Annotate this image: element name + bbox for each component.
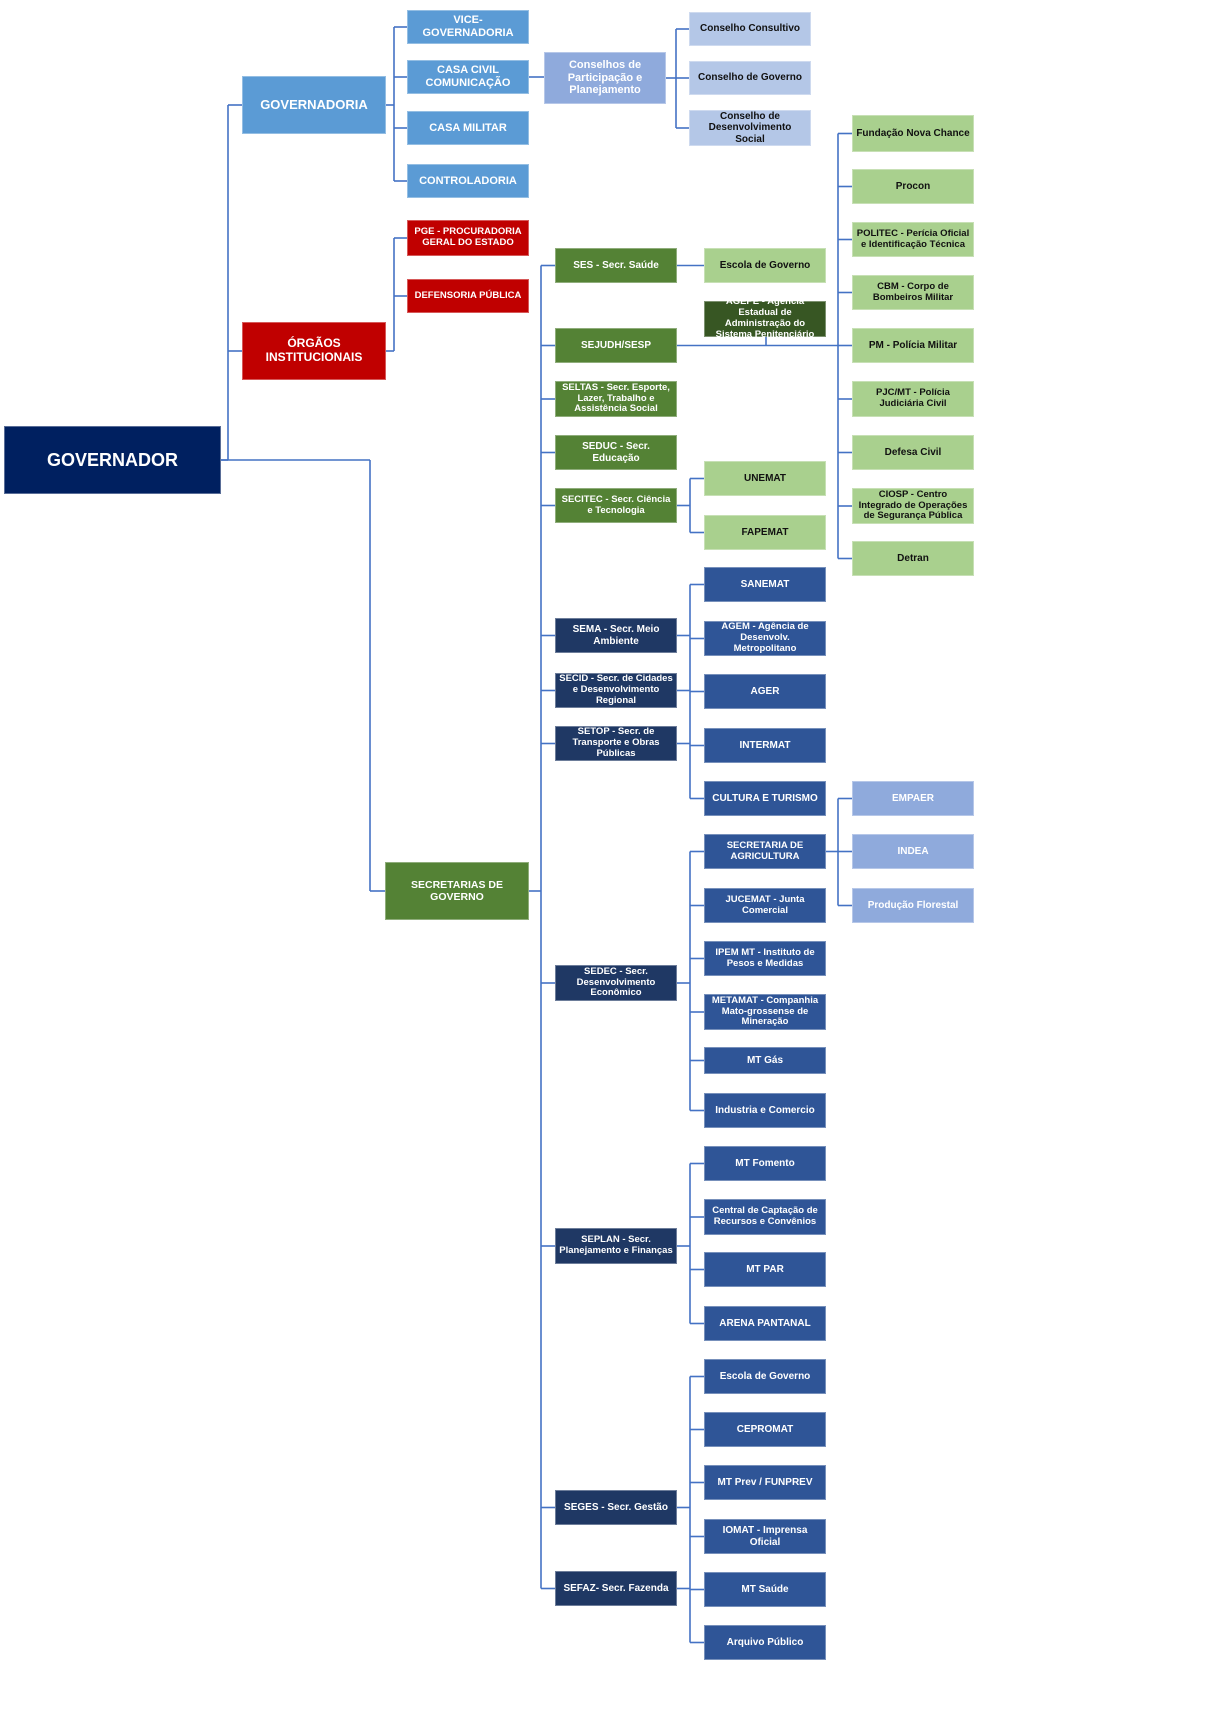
node-cbm: CBM - Corpo de Bombeiros Militar bbox=[852, 275, 974, 310]
node-casa-civil: CASA CIVIL COMUNICAÇÃO bbox=[407, 60, 529, 94]
node-conselhos: Conselhos de Participação e Planejamento bbox=[544, 52, 666, 104]
node-secitec: SECITEC - Secr. Ciência e Tecnologia bbox=[555, 488, 677, 523]
node-sema: SEMA - Secr. Meio Ambiente bbox=[555, 618, 677, 653]
node-cons-governo: Conselho de Governo bbox=[689, 61, 811, 95]
node-mtpar: MT PAR bbox=[704, 1252, 826, 1287]
node-secretarias: SECRETARIAS DE GOVERNO bbox=[385, 862, 529, 920]
node-indea: INDEA bbox=[852, 834, 974, 869]
node-procon: Procon bbox=[852, 169, 974, 204]
node-central: Central de Captação de Recursos e Convên… bbox=[704, 1199, 826, 1235]
node-ses: SES - Secr. Saúde bbox=[555, 248, 677, 283]
node-governadoria: GOVERNADORIA bbox=[242, 76, 386, 134]
node-metamat: METAMAT - Companhia Mato-grossense de Mi… bbox=[704, 994, 826, 1030]
node-sefaz: SEFAZ- Secr. Fazenda bbox=[555, 1571, 677, 1606]
node-politec: POLITEC - Perícia Oficial e Identificaçã… bbox=[852, 222, 974, 257]
node-mtsaude: MT Saúde bbox=[704, 1572, 826, 1607]
node-cultura: CULTURA E TURISMO bbox=[704, 781, 826, 816]
node-escola-gov: Escola de Governo bbox=[704, 1359, 826, 1394]
node-escola-gov-ses: Escola de Governo bbox=[704, 248, 826, 283]
node-governador: GOVERNADOR bbox=[4, 426, 221, 494]
node-setop: SETOP - Secr. de Transporte e Obras Públ… bbox=[555, 726, 677, 761]
node-controladoria: CONTROLADORIA bbox=[407, 164, 529, 198]
node-seduc: SEDUC - Secr. Educação bbox=[555, 435, 677, 470]
node-iomat: IOMAT - Imprensa Oficial bbox=[704, 1519, 826, 1554]
node-cons-consultivo: Conselho Consultivo bbox=[689, 12, 811, 46]
node-defensoria: DEFENSORIA PÚBLICA bbox=[407, 279, 529, 313]
node-arena: ARENA PANTANAL bbox=[704, 1306, 826, 1341]
node-intermat: INTERMAT bbox=[704, 728, 826, 763]
node-secid: SECID - Secr. de Cidades e Desenvolvimen… bbox=[555, 673, 677, 708]
node-ipem: IPEM MT - Instituto de Pesos e Medidas bbox=[704, 941, 826, 976]
node-orgaos: ÓRGÃOS INSTITUCIONAIS bbox=[242, 322, 386, 380]
node-mtgas: MT Gás bbox=[704, 1047, 826, 1074]
node-unemat: UNEMAT bbox=[704, 461, 826, 496]
node-agepe: AGEPE - Agência Estadual de Administraçã… bbox=[704, 296, 826, 340]
node-defesa-civil: Defesa Civil bbox=[852, 435, 974, 470]
node-industria: Industria e Comercio bbox=[704, 1093, 826, 1128]
node-sanemat: SANEMAT bbox=[704, 567, 826, 602]
node-arquivo: Arquivo Público bbox=[704, 1625, 826, 1660]
node-mtprev: MT Prev / FUNPREV bbox=[704, 1465, 826, 1500]
node-empaer: EMPAER bbox=[852, 781, 974, 816]
node-sejudh: SEJUDH/SESP bbox=[555, 328, 677, 363]
node-fundacao: Fundação Nova Chance bbox=[852, 115, 974, 152]
node-seges: SEGES - Secr. Gestão bbox=[555, 1490, 677, 1525]
node-pm: PM - Polícia Militar bbox=[852, 328, 974, 363]
node-seplan: SEPLAN - Secr. Planejamento e Finanças bbox=[555, 1228, 677, 1264]
node-agem: AGEM - Agência de Desenvolv. Metropolita… bbox=[704, 621, 826, 656]
node-mtfomento: MT Fomento bbox=[704, 1146, 826, 1181]
node-producao: Produção Florestal bbox=[852, 888, 974, 923]
node-vice: VICE-GOVERNADORIA bbox=[407, 10, 529, 44]
node-ager: AGER bbox=[704, 674, 826, 709]
node-ciosp: CIOSP - Centro Integrado de Operações de… bbox=[852, 488, 974, 524]
node-detran: Detran bbox=[852, 541, 974, 576]
node-seltas: SELTAS - Secr. Esporte, Lazer, Trabalho … bbox=[555, 381, 677, 417]
node-cepromat: CEPROMAT bbox=[704, 1412, 826, 1447]
node-jucemat: JUCEMAT - Junta Comercial bbox=[704, 888, 826, 923]
node-sedec: SEDEC - Secr. Desenvolvimento Econômico bbox=[555, 965, 677, 1001]
node-agricultura: SECRETARIA DE AGRICULTURA bbox=[704, 834, 826, 869]
node-pge: PGE - PROCURADORIA GERAL DO ESTADO bbox=[407, 220, 529, 256]
node-pjc: PJC/MT - Polícia Judiciária Civil bbox=[852, 381, 974, 417]
node-cons-desenv: Conselho de Desenvolvimento Social bbox=[689, 110, 811, 146]
node-fapemat: FAPEMAT bbox=[704, 515, 826, 550]
node-casa-militar: CASA MILITAR bbox=[407, 111, 529, 145]
